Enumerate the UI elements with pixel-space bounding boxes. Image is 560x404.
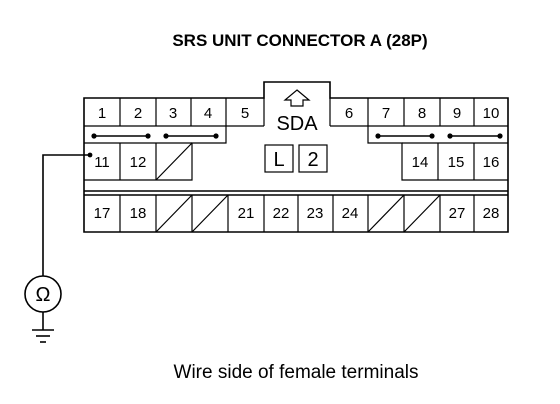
key-box-right — [298, 144, 328, 173]
pin-27: 27 — [449, 205, 466, 222]
pin-24: 24 — [342, 205, 359, 222]
row3-grid — [119, 194, 475, 233]
pin-28: 28 — [483, 205, 500, 222]
pin-9: 9 — [453, 105, 461, 122]
pin-15: 15 — [448, 154, 465, 171]
shorting-bar-7-8 — [375, 133, 435, 139]
pin-23: 23 — [307, 205, 324, 222]
shorting-bar-9-10 — [447, 133, 503, 139]
pin-3: 3 — [169, 105, 177, 122]
left-block-outline — [84, 125, 227, 181]
key-left-label: L — [273, 149, 284, 171]
pin-22: 22 — [273, 205, 290, 222]
diagram-title: SRS UNIT CONNECTOR A (28P) — [172, 31, 427, 50]
probe-wire — [42, 154, 90, 276]
key-box-left — [264, 144, 294, 173]
shorting-bar-1-2 — [91, 133, 151, 139]
connector-outline — [83, 81, 509, 233]
right-block-outline — [367, 125, 508, 181]
pin-14: 14 — [412, 154, 429, 171]
pin-6: 6 — [345, 105, 353, 122]
pin-12: 12 — [130, 154, 147, 171]
arrow-up-icon — [283, 89, 311, 107]
pin-17: 17 — [94, 205, 111, 222]
pin-10: 10 — [483, 105, 500, 122]
blank-slot-row2 — [155, 142, 193, 181]
pin-4: 4 — [204, 105, 212, 122]
pin-5: 5 — [241, 105, 249, 122]
ohm-symbol: Ω — [36, 284, 51, 306]
pin-11: 11 — [94, 154, 110, 171]
pin-21: 21 — [238, 205, 255, 222]
ground-icon — [32, 312, 54, 343]
pin-16: 16 — [483, 154, 500, 171]
key-right-label: 2 — [307, 149, 318, 171]
shorting-bar-3-4 — [163, 133, 219, 139]
sda-label: SDA — [276, 113, 318, 135]
pin-7: 7 — [382, 105, 390, 122]
pin-18: 18 — [130, 205, 147, 222]
pin-2: 2 — [134, 105, 142, 122]
pin-1: 1 — [98, 105, 106, 122]
pin-8: 8 — [418, 105, 426, 122]
diagram-caption: Wire side of female terminals — [174, 362, 419, 383]
